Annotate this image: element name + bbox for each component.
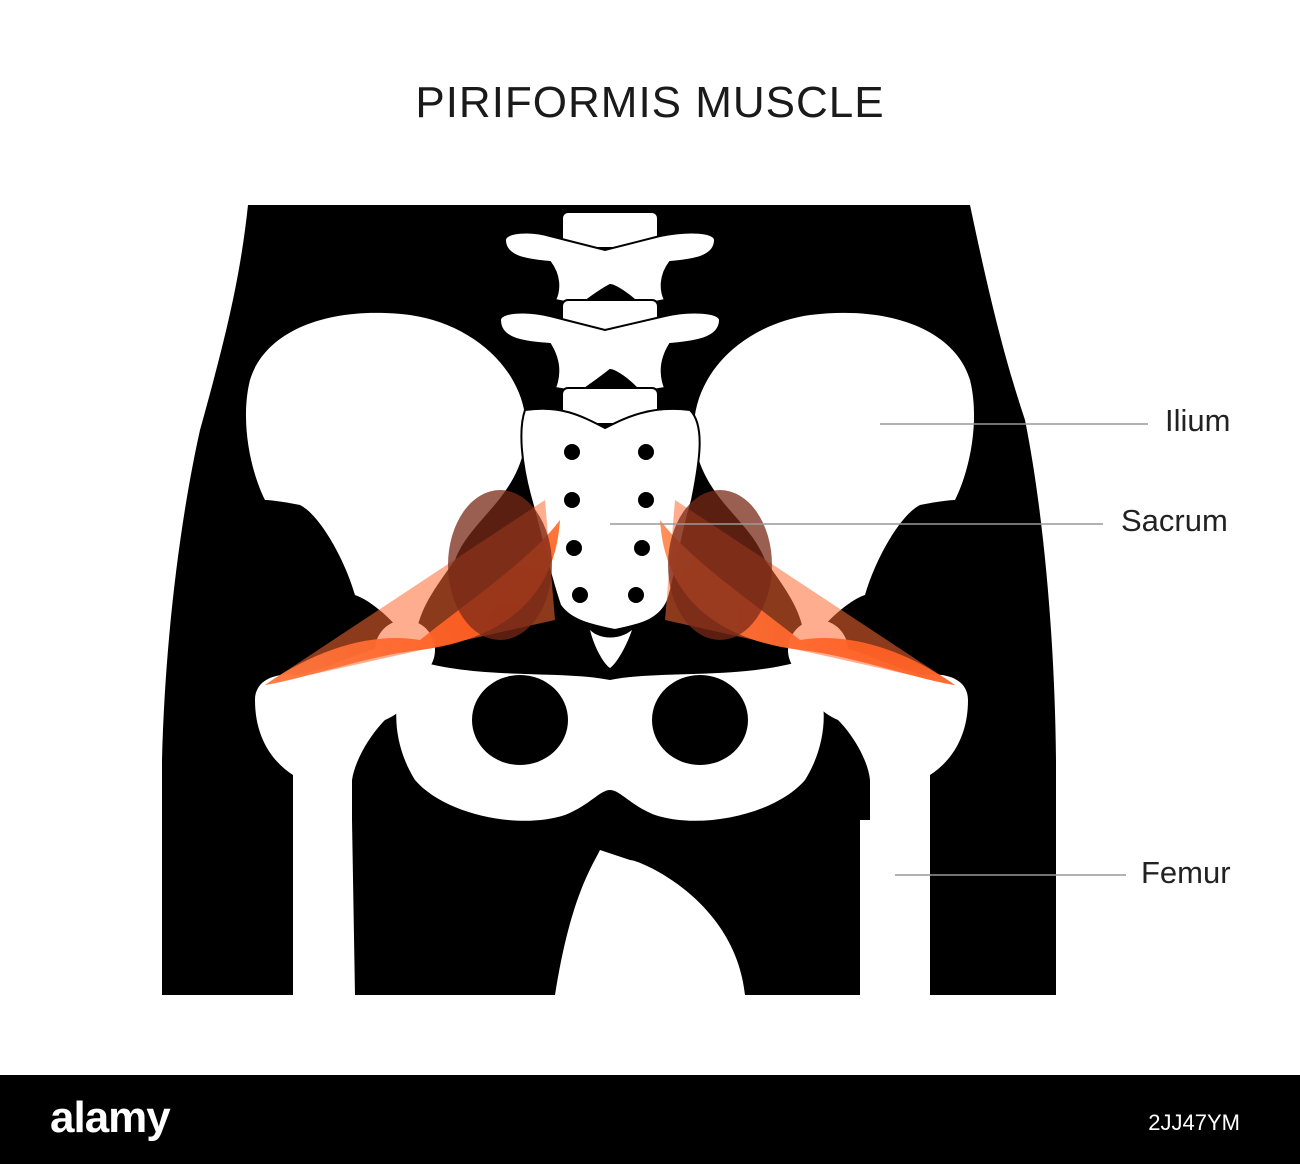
sacral-foramina — [564, 444, 654, 603]
ilium-label: Ilium — [1165, 403, 1231, 438]
left-femur-bone — [804, 644, 968, 995]
right-piriformis-muscle — [265, 490, 560, 685]
watermark-footer — [0, 1075, 1300, 1164]
right-obturator-foramen — [472, 675, 568, 765]
left-obturator-foramen — [652, 675, 748, 765]
pelvis-diagram — [162, 205, 1148, 995]
right-femur-bone — [255, 644, 419, 995]
sacrum-label: Sacrum — [1121, 503, 1228, 538]
left-piriformis-muscle — [660, 490, 955, 685]
diagram-title: PIRIFORMIS MUSCLE — [415, 78, 885, 127]
image-id-text: 2JJ47YM — [1148, 1110, 1240, 1135]
femur-label: Femur — [1141, 855, 1231, 890]
left-ilium-bone — [693, 312, 975, 650]
alamy-logo: alamy — [50, 1093, 171, 1142]
right-ilium-bone — [245, 312, 527, 650]
coccyx-bone — [590, 630, 632, 668]
